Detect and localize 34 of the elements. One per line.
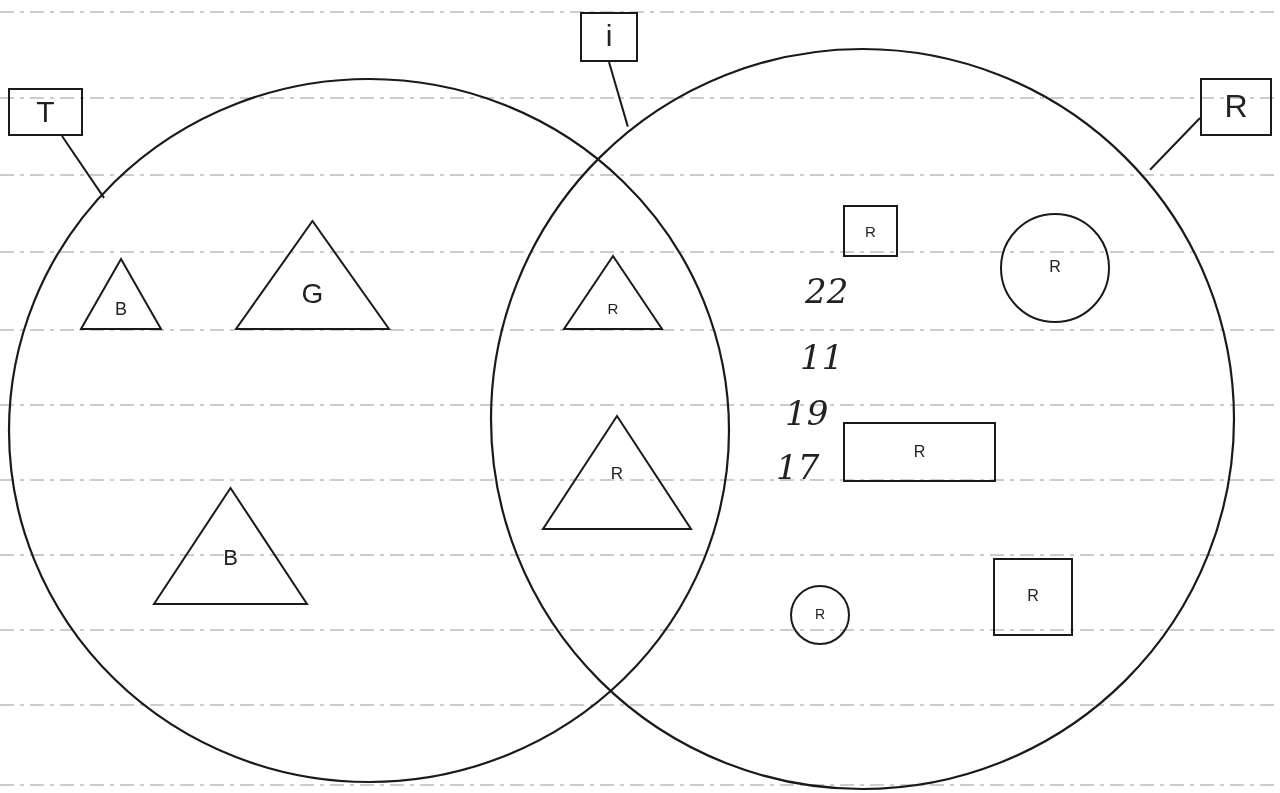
handwritten-number: 17 bbox=[776, 450, 820, 484]
handwritten-number: 11 bbox=[800, 340, 844, 374]
shape-label: R bbox=[814, 607, 826, 621]
shape-label: R bbox=[1049, 259, 1061, 275]
shape-label: R bbox=[610, 465, 624, 482]
triangle-shape bbox=[235, 220, 390, 330]
shape-label: R bbox=[1224, 90, 1248, 122]
shape-label: G bbox=[301, 280, 324, 308]
triangle-shape bbox=[80, 258, 162, 330]
handwritten-number: 22 bbox=[805, 274, 849, 308]
square-box bbox=[993, 558, 1073, 636]
leader-line bbox=[61, 135, 106, 199]
circle-shape bbox=[790, 585, 850, 645]
leader-line bbox=[608, 61, 629, 128]
triangle-shape bbox=[153, 487, 308, 605]
shape-label: R bbox=[913, 444, 926, 460]
circle-shape bbox=[1000, 213, 1110, 323]
triangle-shape bbox=[542, 415, 692, 530]
shape-label: T bbox=[36, 97, 55, 127]
shape-label: i bbox=[605, 21, 613, 51]
shape-label: B bbox=[223, 547, 238, 569]
shape-label: R bbox=[607, 301, 619, 316]
square-box bbox=[843, 205, 898, 257]
handwritten-number: 19 bbox=[785, 396, 829, 430]
square-box bbox=[843, 422, 996, 482]
square-box bbox=[1200, 78, 1272, 136]
venn-circle bbox=[8, 78, 730, 783]
leader-line bbox=[1149, 117, 1201, 171]
shape-label: R bbox=[1027, 588, 1039, 604]
shape-label: B bbox=[115, 300, 127, 318]
triangle-shape bbox=[563, 255, 663, 330]
square-box bbox=[8, 88, 83, 136]
shape-label: R bbox=[865, 224, 876, 239]
square-box bbox=[580, 12, 638, 62]
